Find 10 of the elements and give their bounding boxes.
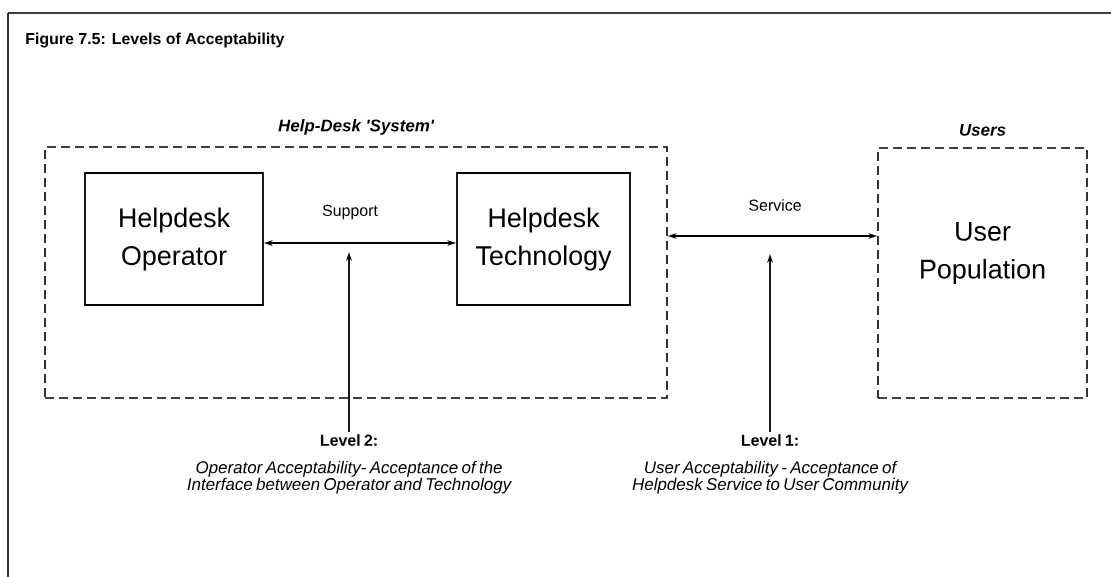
dashed-group-box: Users User Population (877, 124, 1088, 399)
node-label: Users (959, 123, 1006, 136)
node-label: Help-Desk 'System' (278, 119, 435, 135)
process-box: Helpdesk Operator (84, 172, 264, 306)
level-annotation: Level 2: Operator Acceptability- Acceptance of the Interface between Operator and Technology (187, 434, 512, 494)
figure-title: Figure 7.5: Levels of Acceptability (26, 32, 285, 48)
level-annotation: Level 1: User Acceptability - Acceptance of Helpdesk Service to User Community (632, 434, 909, 494)
edge-label: Service (746, 197, 804, 213)
edge-label: Support (320, 202, 380, 222)
process-box: Helpdesk Technology (456, 172, 631, 306)
